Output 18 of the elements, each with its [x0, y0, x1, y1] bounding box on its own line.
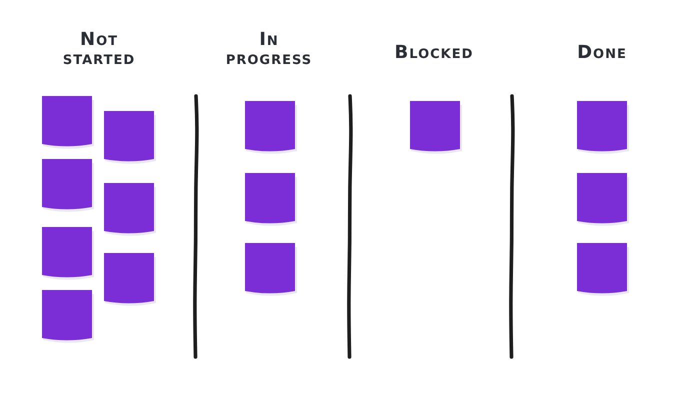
- sticky-note: [245, 173, 297, 227]
- sticky-note: [104, 111, 156, 165]
- sticky-note: [245, 243, 297, 297]
- sticky-note: [577, 173, 629, 227]
- sticky-note: [577, 243, 629, 297]
- sticky-note: [104, 183, 156, 237]
- sticky-note: [42, 227, 94, 281]
- column-heading: Done: [576, 43, 628, 62]
- column-heading: Blocked: [394, 43, 474, 62]
- sticky-note: [410, 101, 462, 155]
- sticky-note: [42, 159, 94, 213]
- column-heading: Not started: [62, 30, 136, 68]
- sticky-note: [245, 101, 297, 155]
- sticky-note: [104, 253, 156, 307]
- sticky-note: [42, 96, 94, 150]
- sticky-note: [577, 101, 629, 155]
- sticky-note: [42, 290, 94, 344]
- column-heading: In progress: [224, 30, 314, 68]
